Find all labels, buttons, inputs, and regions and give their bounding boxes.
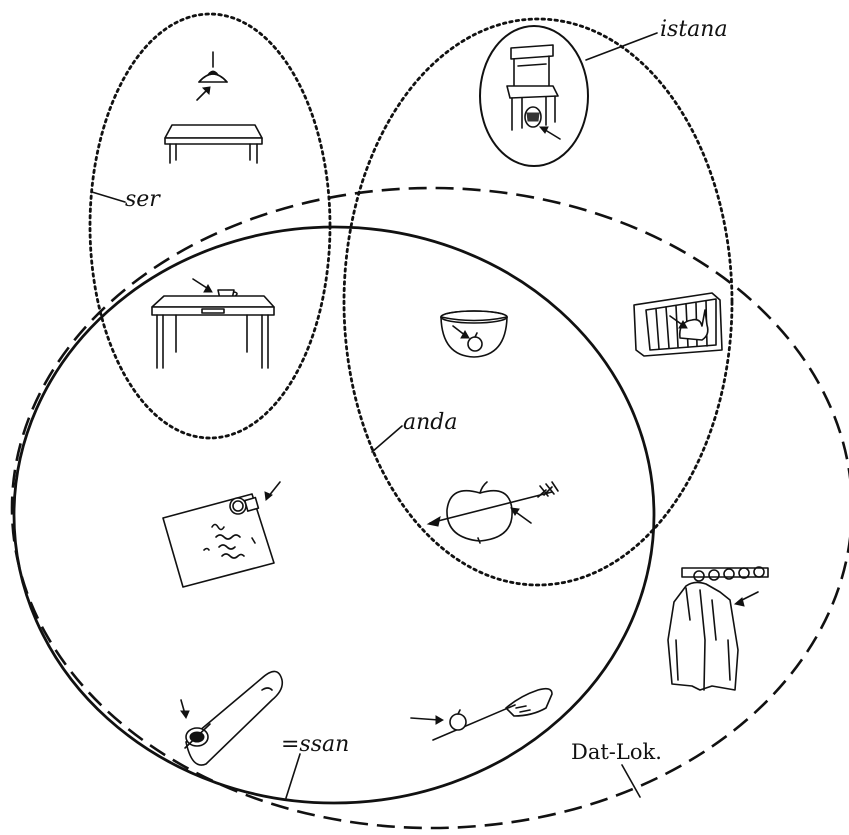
apple-in-bowl-picture — [441, 311, 507, 357]
datlok-label-group: Dat-Lok. — [571, 740, 662, 797]
rabbit-in-cage-picture — [634, 293, 722, 356]
ssan-region-outline — [14, 227, 654, 803]
anda-label: anda — [403, 410, 457, 435]
ssan-label-group: =ssan — [281, 732, 349, 798]
ser-label-group: ser — [92, 187, 161, 212]
anda-label-group: anda — [372, 410, 457, 452]
ssan-label: =ssan — [281, 732, 349, 757]
jacket-on-hooks-picture — [668, 567, 768, 690]
chair-picture — [507, 45, 560, 139]
stamp-on-letter-picture — [163, 482, 280, 587]
cup-on-table-picture — [152, 279, 274, 368]
arrow-through-apple-picture — [428, 482, 558, 543]
ring-on-finger-picture — [181, 671, 282, 765]
ser-label: ser — [125, 187, 161, 212]
istana-label-group: istana — [586, 17, 728, 60]
datlok-region-outline — [12, 188, 849, 828]
istana-label: istana — [660, 17, 728, 42]
datlok-label: Dat-Lok. — [571, 740, 662, 764]
lamp-over-table-picture — [165, 52, 262, 163]
apple-on-stick-picture — [411, 689, 552, 740]
